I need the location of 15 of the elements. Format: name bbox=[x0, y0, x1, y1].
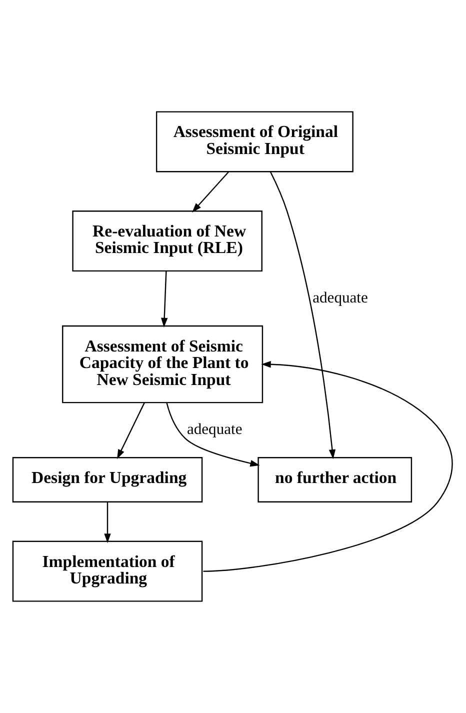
edge-label: adequate bbox=[312, 290, 368, 307]
arrow bbox=[117, 402, 145, 460]
node-box: no further action bbox=[258, 457, 412, 502]
node-box: Design for Upgrading bbox=[12, 457, 203, 502]
arrow bbox=[104, 502, 111, 544]
node-box: Re-evaluation of New Seismic Input (RLE) bbox=[72, 210, 262, 272]
arrow bbox=[203, 361, 452, 572]
arrow bbox=[161, 271, 168, 328]
arrow bbox=[166, 402, 260, 467]
edge-label: adequate bbox=[186, 421, 242, 438]
node-box: Implementation of Upgrading bbox=[12, 540, 203, 602]
arrow bbox=[270, 171, 336, 460]
node-box: Assessment of Original Seismic Input bbox=[156, 111, 354, 172]
node-box: Assessment of Seismic Capacity of the Plant to New Seismic Input bbox=[62, 325, 264, 404]
arrow bbox=[192, 172, 229, 212]
